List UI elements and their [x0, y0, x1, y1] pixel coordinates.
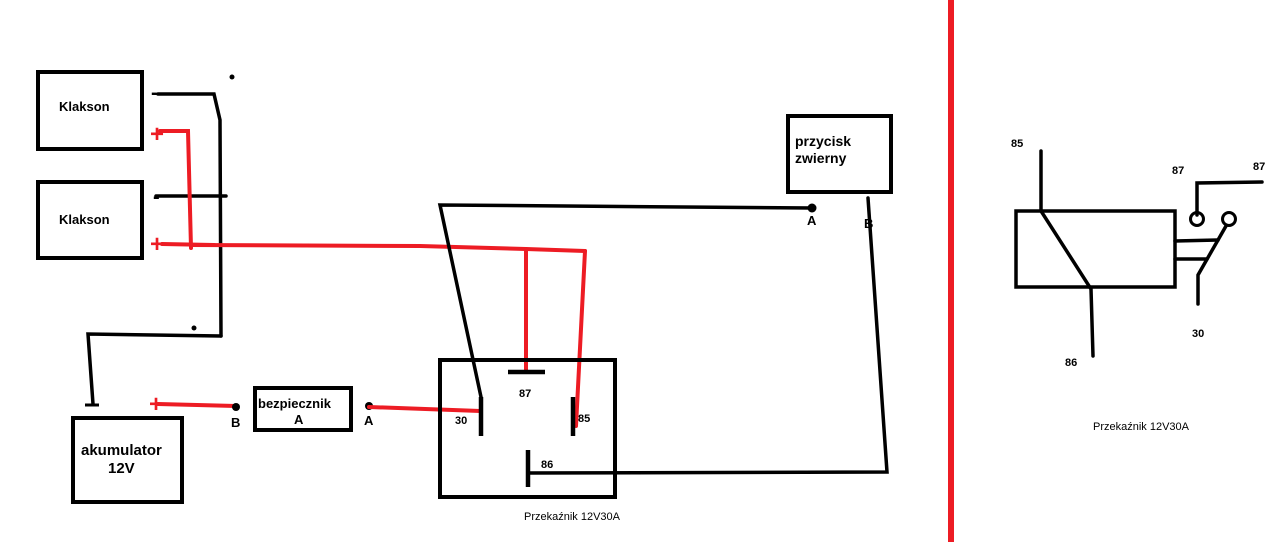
relay-detail-contact-link-upper — [1173, 238, 1220, 243]
horn-top-label: Klakson — [59, 99, 110, 114]
relay-box — [438, 358, 617, 499]
relay-detail-pin-86-label: 86 — [1065, 357, 1077, 369]
relay-detail-caption: Przekaźnik 12V30A — [1093, 421, 1190, 433]
horn-top-minus: - — [151, 82, 158, 104]
relay-pin-85-label: 85 — [578, 413, 590, 425]
positive-wire-to-pin-85 — [574, 249, 587, 428]
relay-caption: Przekaźnik 12V30A — [524, 511, 621, 523]
relay-detail-pin-87-line — [1195, 180, 1264, 217]
relay-detail-contact-87 — [1189, 211, 1205, 227]
push-button-label: przycisk — [795, 133, 851, 149]
battery-voltage: 12V — [108, 460, 135, 477]
push-button-box — [786, 114, 893, 194]
relay-detail-coil-box — [1014, 209, 1177, 289]
fuse-rating: A — [294, 412, 304, 427]
horn-bottom-label: Klakson — [59, 212, 110, 227]
relay-pin-86-label: 86 — [541, 459, 553, 471]
horn-bottom-box — [36, 180, 144, 260]
fuse-label: bezpiecznik — [258, 396, 332, 411]
ground-wire-to-battery — [86, 332, 223, 406]
horn-top-plus: + — [150, 121, 164, 148]
relay-detail-pin-85-line — [1039, 149, 1095, 358]
relay-detail-pin-85-label: 85 — [1011, 138, 1023, 150]
horn-bottom-plus: + — [150, 231, 164, 258]
ground-wire-horn-top — [156, 92, 223, 338]
horn-top-box — [36, 70, 144, 151]
button-terminal-b: B — [864, 216, 873, 231]
fuse-terminal-b-dot — [232, 403, 240, 411]
positive-wire-fuse-relay-30 — [367, 405, 482, 413]
fuse-terminal-b: B — [231, 415, 240, 430]
positive-wire-battery-fuse — [156, 402, 238, 408]
wire-relay-30-button-a — [437, 203, 814, 399]
stray-dot-2 — [191, 325, 197, 331]
positive-wire-horn-top — [158, 129, 193, 250]
relay-detail-contact-87-b — [1221, 211, 1237, 227]
relay-pin-87-label: 87 — [519, 388, 531, 400]
fuse-terminal-a: A — [364, 413, 374, 428]
battery-box — [71, 416, 184, 504]
push-button-type: zwierny — [795, 150, 847, 166]
relay-detail-pin-87-label: 87 — [1172, 165, 1184, 177]
fuse-box — [253, 386, 353, 432]
stray-dot-1 — [229, 74, 235, 80]
relay-detail-switch-arm — [1196, 224, 1228, 306]
positive-bus-wire — [189, 243, 587, 253]
button-terminal-a-dot — [807, 203, 817, 213]
relay-detail-pin-30-label: 30 — [1192, 328, 1204, 340]
relay-pin-30-label: 30 — [455, 415, 467, 427]
button-terminal-a: A — [807, 213, 817, 228]
battery-plus: + — [149, 391, 163, 418]
relay-detail-pin-87-b-label: 87 — [1253, 161, 1265, 173]
battery-label: akumulator — [81, 442, 162, 459]
wire-relay-86-button-b — [526, 196, 889, 475]
